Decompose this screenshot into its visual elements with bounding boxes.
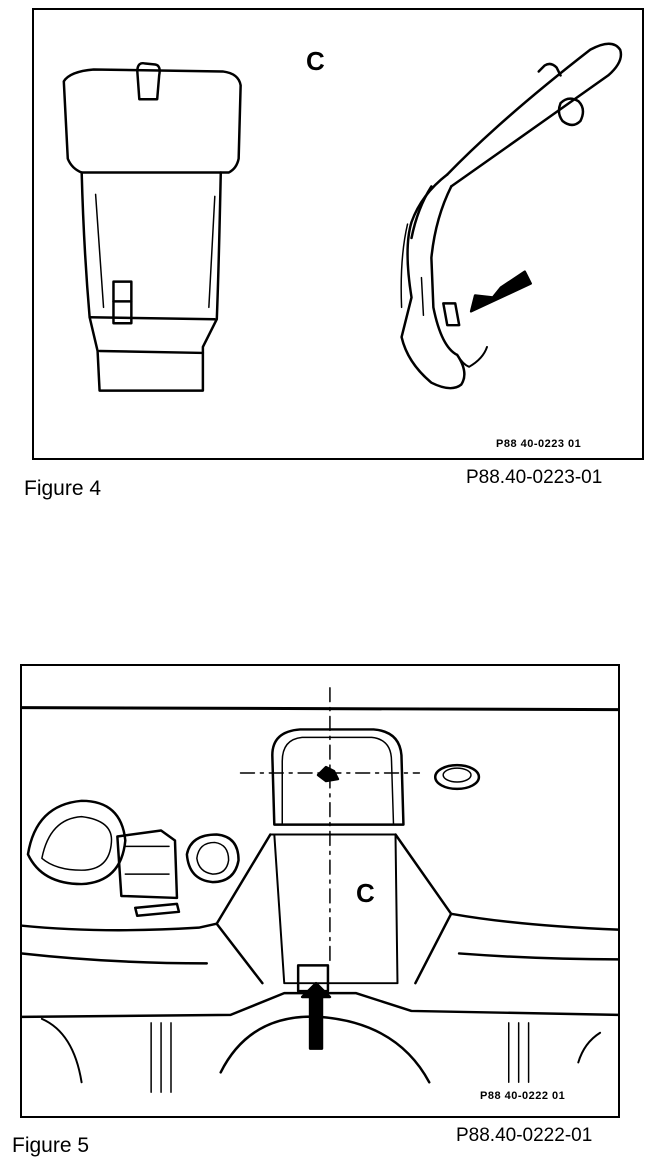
figure-4-drawing [62, 42, 623, 392]
figure-4-panel: C P88 40-0223 01 [32, 8, 644, 460]
part-letter-fig5: C [356, 878, 375, 908]
figure-5-drawing [22, 687, 618, 1093]
figure-4-reference: P88.40-0223-01 [466, 467, 603, 488]
part-letter-fig4: C [306, 46, 325, 76]
figure-5-panel: C P88 40-0222 01 [20, 664, 620, 1118]
arrow-indicator-fig5 [300, 981, 332, 1050]
arrow-indicator-fig4 [469, 270, 532, 313]
figure-4-caption: Figure 4 [24, 477, 102, 500]
figure-5-reference: P88.40-0222-01 [456, 1125, 593, 1146]
cover-side-view [400, 42, 623, 390]
inner-reference-fig5: P88 40-0222 01 [480, 1090, 566, 1102]
figure-5-caption: Figure 5 [12, 1134, 90, 1157]
cover-front-view [62, 61, 242, 392]
inner-reference-fig4: P88 40-0223 01 [496, 438, 582, 450]
